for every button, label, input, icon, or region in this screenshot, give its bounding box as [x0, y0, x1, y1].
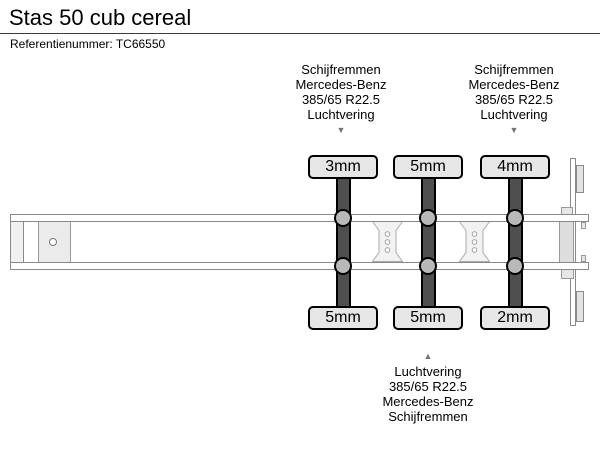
axle-2-top-measurement: 5mm	[393, 155, 463, 179]
spec-line-suspension: Luchtvering	[480, 107, 548, 122]
axle-3-top-measurement: 4mm	[480, 155, 550, 179]
spec-line-tyre-size: 385/65 R22.5	[301, 92, 381, 107]
axle-2-top-hub	[419, 209, 437, 227]
axle-1-top-measurement: 3mm	[308, 155, 378, 179]
spec-line-brand: Mercedes-Benz	[295, 77, 387, 92]
title-divider	[0, 33, 600, 34]
kingpin-circle	[49, 238, 57, 246]
spec-line-brakes: Schijfremmen	[301, 62, 381, 77]
page-title: Stas 50 cub cereal	[9, 5, 192, 30]
arrow-down-icon: ▼	[509, 125, 519, 135]
axle3-spec-annotation: Schijfremmen Mercedes-Benz 385/65 R22.5 …	[439, 62, 589, 122]
axle2-spec-annotation: Luchtvering 385/65 R22.5 Mercedes-Benz S…	[353, 364, 503, 424]
axle-1-bottom-measurement: 5mm	[308, 306, 378, 330]
spec-line-brakes: Schijfremmen	[474, 62, 554, 77]
axle-1-bar	[336, 176, 351, 310]
rear-lamp-bottom	[576, 291, 584, 322]
axle-3-bar	[508, 176, 523, 310]
spec-line-suspension: Luchtvering	[307, 107, 375, 122]
axle-3-bottom-hub	[506, 257, 524, 275]
chassis-top-rail	[10, 214, 589, 222]
spec-line-tyre-size: 385/65 R22.5	[388, 379, 468, 394]
spec-line-brand: Mercedes-Benz	[468, 77, 560, 92]
rear-crossmember	[559, 221, 574, 263]
rail-end-step-top	[581, 222, 586, 229]
arrow-up-icon: ▲	[423, 351, 433, 361]
rail-end-step-bottom	[581, 255, 586, 262]
axle-2-bar	[421, 176, 436, 310]
spec-line-brand: Mercedes-Benz	[382, 394, 474, 409]
spec-line-brakes: Schijfremmen	[388, 409, 468, 424]
axle-3-top-hub	[506, 209, 524, 227]
web-stiffener-bracket	[459, 221, 490, 262]
rear-lamp-top	[576, 165, 584, 193]
axle-1-bottom-hub	[334, 257, 352, 275]
rear-bracket-bottom	[561, 269, 574, 279]
spec-line-suspension: Luchtvering	[394, 364, 462, 379]
web-stiffener-bracket	[372, 221, 403, 262]
axle-2-bottom-hub	[419, 257, 437, 275]
axle-1-top-hub	[334, 209, 352, 227]
chassis-bottom-rail	[10, 262, 589, 270]
axle1-spec-annotation: Schijfremmen Mercedes-Benz 385/65 R22.5 …	[266, 62, 416, 122]
axle-3-bottom-measurement: 2mm	[480, 306, 550, 330]
axle-2-bottom-measurement: 5mm	[393, 306, 463, 330]
reference-number: Referentienummer: TC66550	[10, 37, 166, 51]
arrow-down-icon: ▼	[336, 125, 346, 135]
spec-line-tyre-size: 385/65 R22.5	[474, 92, 554, 107]
